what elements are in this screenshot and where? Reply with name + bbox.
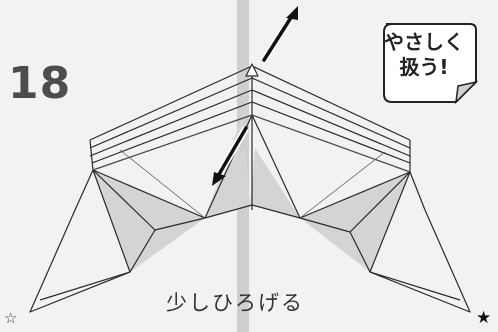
guide-left-2 [119, 149, 206, 219]
left-wing-crease-1 [92, 169, 131, 273]
badge-frame [383, 23, 477, 103]
top-layer-2 [89, 77, 411, 149]
open-star-icon: ☆ [4, 309, 18, 327]
down-arrow-head [212, 172, 226, 186]
center-right-shade [250, 148, 300, 218]
badge-curl [454, 80, 479, 105]
badge-text: やさしく 扱う! [381, 30, 467, 80]
left-wing-shade [93, 170, 205, 272]
careful-badge [383, 23, 479, 105]
left-edge [89, 139, 94, 171]
left-wing-crease-3 [92, 169, 206, 219]
left-wing-crease-4 [39, 271, 131, 301]
step-number: 18 [8, 58, 72, 109]
right-wing-crease-1 [369, 171, 411, 273]
guide-left [92, 114, 253, 171]
up-arrow-shaft [262, 14, 294, 62]
badge-line-2: 扱う! [399, 55, 449, 79]
apex-triangle [245, 63, 259, 77]
guide-lines [92, 114, 411, 219]
right-wing-inner-shade [350, 172, 410, 268]
center-left-base [204, 204, 253, 219]
filled-star-icon: ★ [476, 308, 492, 328]
guide-right-2 [299, 151, 386, 219]
right-wing-crease-2 [349, 171, 411, 233]
left-wing-crease-2 [92, 169, 156, 231]
guide-right [251, 114, 411, 173]
down-arrow-shaft [216, 126, 248, 178]
right-wing-crease-4 [369, 271, 461, 301]
right-wing-shade [300, 172, 410, 272]
left-wing-outline [29, 169, 206, 313]
up-arrow-head [286, 6, 298, 20]
step-caption: 少しひろげる [166, 291, 304, 315]
left-wing-inner-shade [93, 170, 155, 272]
center-right-base [251, 204, 301, 219]
right-wing-outline [299, 171, 471, 313]
move-arrows [212, 6, 298, 186]
badge-line-1: やさしく [384, 30, 464, 54]
right-wing-crease-3 [299, 171, 411, 219]
